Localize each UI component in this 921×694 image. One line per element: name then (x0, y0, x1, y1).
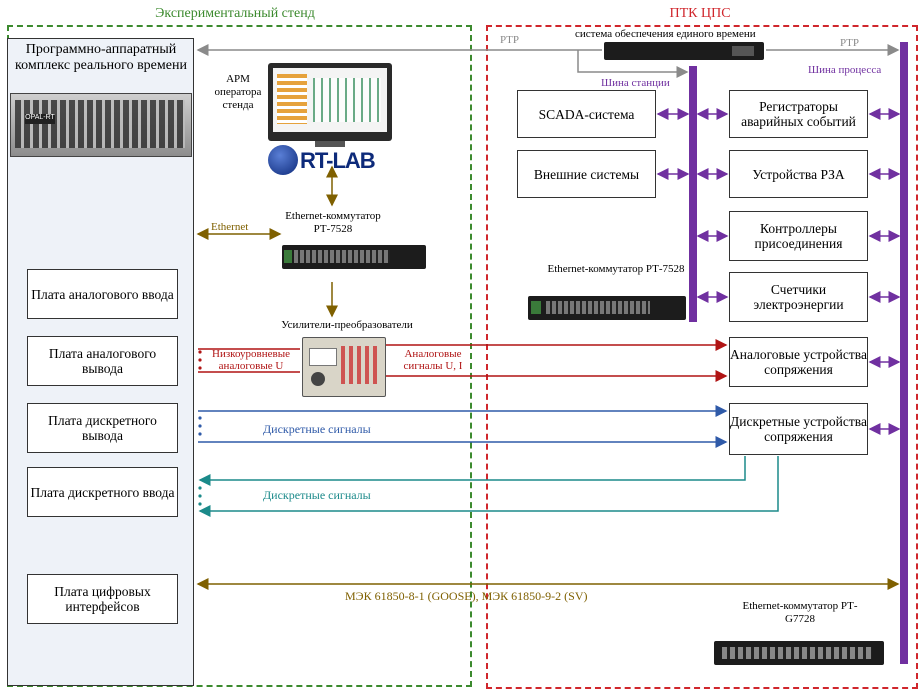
rtlab-logo-icon (268, 145, 298, 175)
discrete-merging-box: Дискретные устройства сопряжения (729, 403, 868, 455)
meters-box: Счетчики электроэнергии (729, 272, 868, 322)
mid-ethernet-switch-image (528, 296, 686, 320)
external-systems-box: Внешние системы (517, 150, 656, 198)
amplifier-label: Усилители-преобразователи (281, 319, 413, 331)
time-sync-device-image (604, 42, 764, 60)
station-bus (689, 66, 697, 322)
scada-box: SCADA-система (517, 90, 656, 138)
ptk-cps-region (486, 25, 918, 689)
ptp-line-station (577, 50, 689, 78)
protection-box: Устройства РЗА (729, 150, 868, 198)
analog-input-card: Плата аналогового ввода (27, 269, 178, 319)
left-switch-label: Ethernet-коммутатор РТ-7528 (285, 210, 381, 235)
rt-simulator-hardware-image: OPAL-RT (10, 93, 192, 157)
amplifier-image (302, 337, 386, 397)
left-ethernet-switch-image (282, 245, 426, 269)
process-bus (900, 42, 908, 664)
discrete-in-line-2 (198, 456, 779, 517)
low-level-analog-label: Низкоуровневые аналоговые U (212, 348, 290, 372)
discrete-output-card: Плата дискретного вывода (27, 403, 178, 453)
bay-controllers-box: Контроллеры присоединения (729, 211, 868, 261)
monitor-stand (315, 141, 345, 147)
discrete-input-card: Плата дискретного ввода (27, 467, 178, 517)
recorders-box: Регистраторы аварийных событий (729, 90, 868, 138)
ptp-left-label: PTP (500, 34, 519, 46)
ptp-right-label: PTP (840, 37, 859, 49)
station-bus-label: Шина станции (601, 77, 670, 89)
process-bus-label: Шина процесса (808, 64, 882, 76)
analog-output-card: Плата аналогового вывода (27, 336, 178, 386)
rt-simulator-title: Программно-аппаратный комплекс реального… (15, 42, 187, 73)
digital-interfaces-card: Плата цифровых интерфейсов (27, 574, 178, 624)
bottom-switch-label: Ethernet-коммутатор РТ-G7728 (742, 600, 858, 625)
bottom-ethernet-switch-image (714, 641, 884, 665)
time-sync-label: система обеспечения единого времени (575, 28, 756, 40)
analog-merging-box: Аналоговые устройства сопряжения (729, 337, 868, 387)
arm-operator-label: АРМ оператора стенда (214, 73, 262, 111)
iec61850-label: МЭК 61850-8-1 (GOOSE), МЭК 61850-9-2 (SV… (345, 589, 588, 603)
right-region-title: ПТК ЦПС (669, 6, 731, 21)
analog-signals-label: Аналоговые сигналы U, I (403, 348, 463, 372)
mid-switch-label: Ethernet-коммутатор РТ-7528 (547, 263, 685, 275)
monitor-image (268, 63, 392, 141)
discrete-in-line-1 (198, 456, 746, 486)
signal-dots (198, 350, 202, 370)
discrete-signals-out-label: Дискретные сигналы (263, 422, 371, 436)
left-region-title: Экспериментальный стенд (155, 6, 315, 21)
discrete-signals-in-label: Дискретные сигналы (263, 488, 371, 502)
